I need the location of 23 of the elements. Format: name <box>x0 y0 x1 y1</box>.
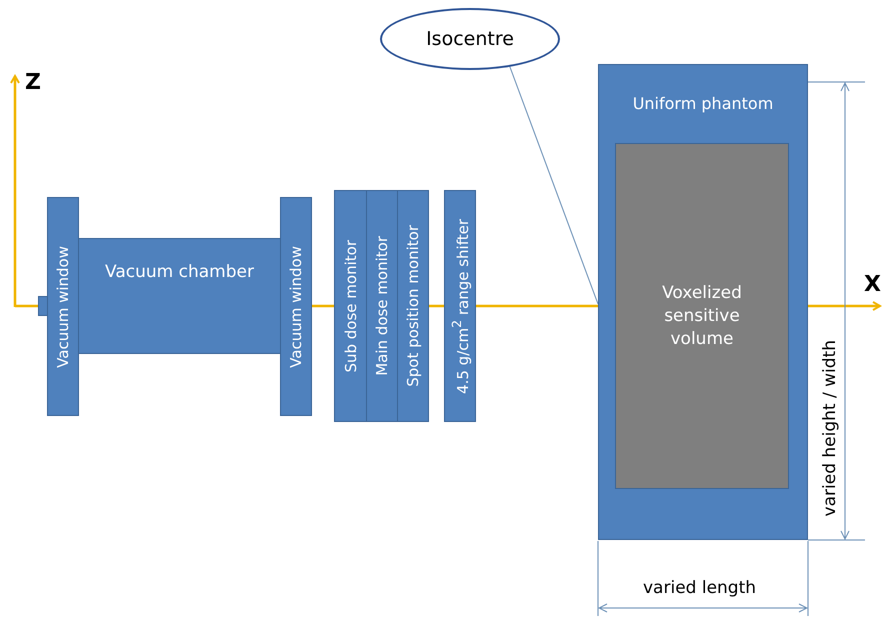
monitor-block <box>397 190 429 422</box>
part-label: Sub dose monitor <box>342 240 360 372</box>
monitor-block <box>366 190 398 422</box>
window-block <box>47 197 79 416</box>
dimension-label: varied length <box>643 578 756 598</box>
chamber-block <box>78 238 281 354</box>
part-label: Spot position monitor <box>404 225 422 387</box>
part-label: Main dose monitor <box>373 236 391 376</box>
phantom-block <box>598 64 808 540</box>
dimension-label: varied height / width <box>820 340 840 516</box>
sensitive-volume-block <box>615 143 789 489</box>
callout-label: Isocentre <box>426 30 514 48</box>
window-block <box>280 197 312 416</box>
part-label: Uniform phantom <box>632 95 774 113</box>
axis-label: X <box>864 272 881 297</box>
axis-label: Z <box>25 70 41 95</box>
part-label: Voxelized sensitive volume <box>661 282 743 350</box>
part-label: Vacuum chamber <box>105 263 254 281</box>
leader-line <box>509 66 598 304</box>
shifter-block <box>444 190 476 422</box>
part-label: Vacuum window <box>287 246 305 368</box>
monitor-block <box>334 190 367 422</box>
part-label: Vacuum window <box>54 246 72 368</box>
